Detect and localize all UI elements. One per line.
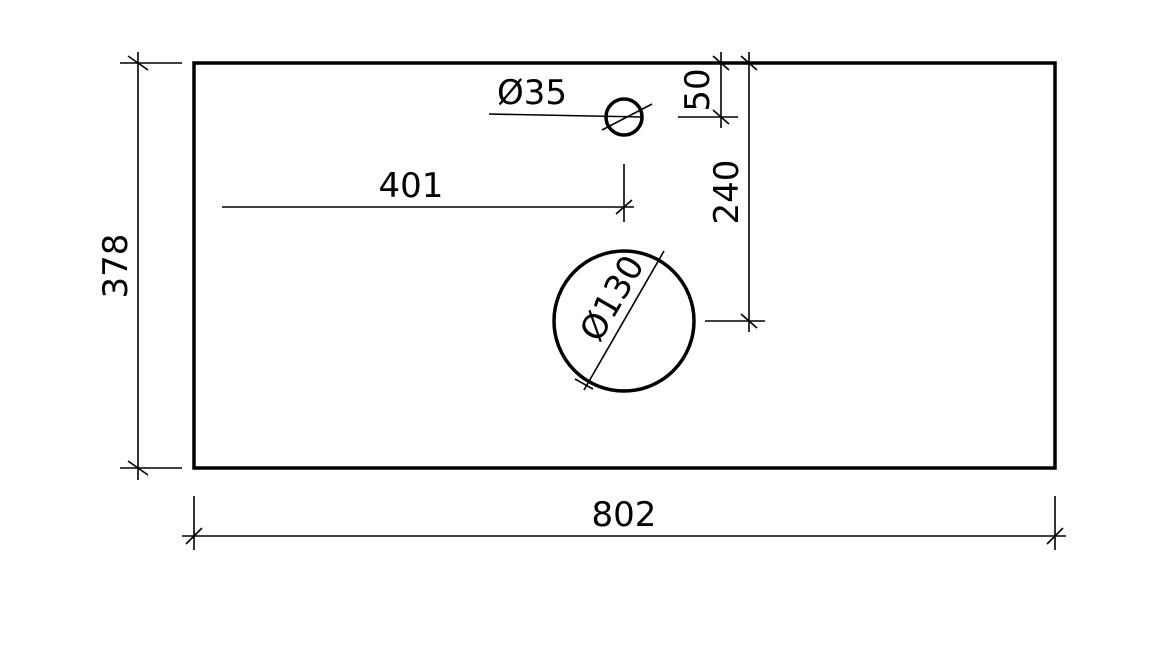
width-dimension: 802 <box>182 495 1066 550</box>
faucet-offset-top-dimension: 50 <box>678 52 738 128</box>
faucet-offset-top-label: 50 <box>678 68 718 111</box>
faucet-diameter-dimension: Ø35 <box>488 73 653 131</box>
drain-offset-dimension: 240 <box>705 52 765 332</box>
faucet-offset-x-label: 401 <box>379 166 444 206</box>
faucet-diameter-label: Ø35 <box>497 73 567 113</box>
countertop-outline <box>192 61 1057 470</box>
height-label: 378 <box>96 234 136 299</box>
faucet-offset-x-dimension: 401 <box>222 164 634 222</box>
drain-offset-label: 240 <box>707 160 747 225</box>
height-dimension: 378 <box>96 52 182 480</box>
width-label: 802 <box>592 495 657 535</box>
drain-diameter-dimension: Ø130 <box>572 249 665 391</box>
drain-hole <box>552 249 696 393</box>
